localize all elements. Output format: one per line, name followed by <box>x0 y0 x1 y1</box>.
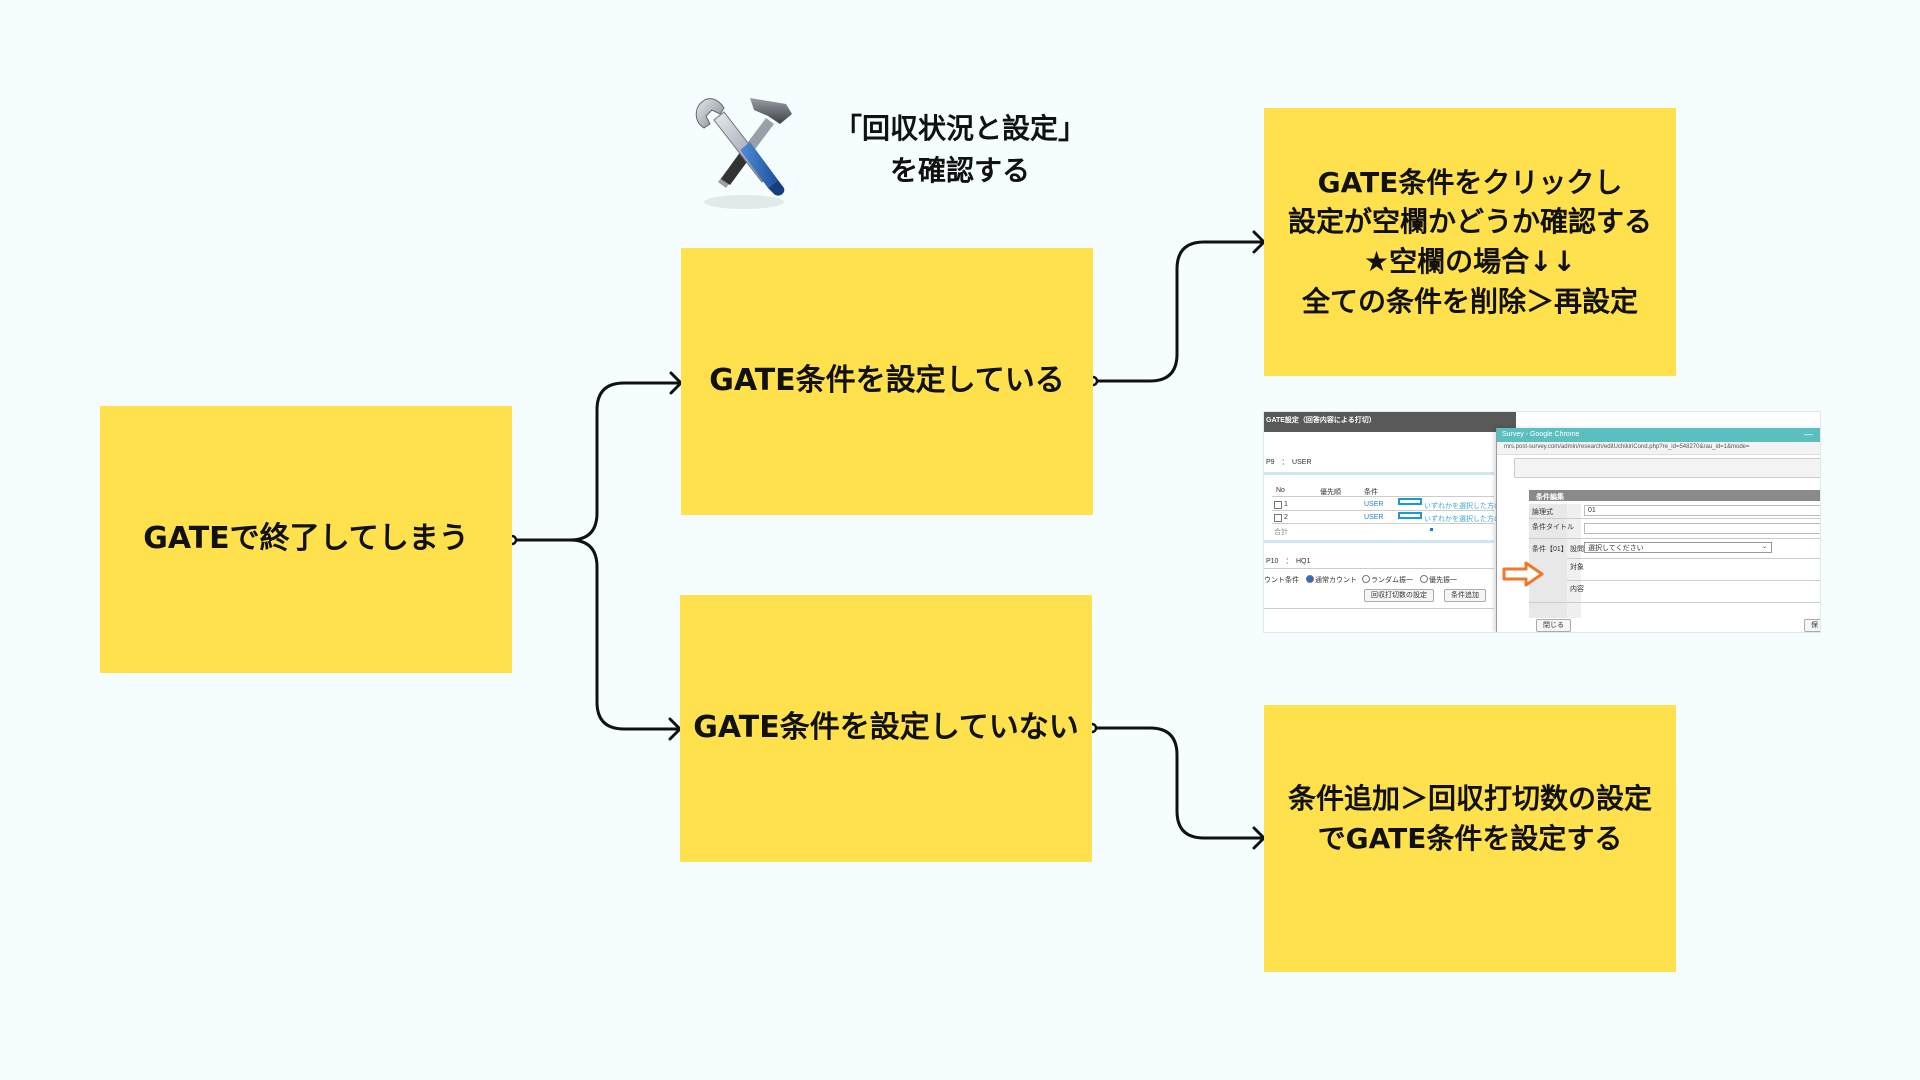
connector-root-to-not-configured <box>510 538 682 731</box>
connector-not-configured-to-add <box>1090 726 1266 840</box>
screenshot-p10: P10 ： HQ1 <box>1266 558 1311 565</box>
screenshot-row1-text: いずれかを選択した方の <box>1424 503 1501 510</box>
screenshot-col-condition: 条件 <box>1364 489 1378 496</box>
screenshot-close-button: 閉じる <box>1536 619 1571 632</box>
caption: 「回収状況と設定」 を確認する <box>820 108 1100 192</box>
screenshot-row2-no: 2 <box>1284 514 1288 521</box>
screenshot-orange-arrow-icon <box>1502 561 1544 587</box>
screenshot-add-button: 条件追加 <box>1444 589 1486 602</box>
node-not-configured-label: GATE条件を設定していない <box>693 710 1079 746</box>
screenshot-label-formula: 論理式 <box>1532 509 1553 516</box>
screenshot-count-label: ウント条件 <box>1264 577 1299 584</box>
tools-icon <box>695 98 792 209</box>
screenshot-select-placeholder: 選択してください <box>1588 545 1644 552</box>
arrowhead-add <box>1252 826 1266 850</box>
screenshot-window-title: Survey - Google Chrome <box>1502 431 1580 438</box>
screenshot-label-title: 条件タイトル <box>1532 524 1574 531</box>
screenshot-radio-1 <box>1306 575 1314 583</box>
node-add-line-1: 条件追加＞回収打切数の設定 <box>1287 781 1652 815</box>
node-check-line-4: 全ての条件を削除＞再設定 <box>1301 284 1638 318</box>
node-check-line-1: GATE条件をクリックし <box>1317 165 1623 199</box>
screenshot-label-cond: 条件【01】 <box>1532 546 1568 553</box>
screenshot-radio-2 <box>1362 575 1370 583</box>
screenshot-p9: P9 ： USER <box>1266 459 1312 466</box>
settings-screenshot: GATE設定（回答内容による打切） P9 ： USER No 優先順 条件 1 … <box>1264 412 1820 632</box>
screenshot-left-header: GATE設定（回答内容による打切） <box>1266 417 1376 424</box>
screenshot-row1-highlight <box>1398 498 1422 505</box>
screenshot-select-chevron-icon: ⌄ <box>1762 544 1768 550</box>
node-root: GATEで終了してしまう <box>100 406 512 673</box>
node-configured-label: GATE条件を設定している <box>709 363 1065 399</box>
arrowhead-configured <box>669 371 683 395</box>
screenshot-row2-checkbox <box>1274 514 1282 522</box>
screenshot-label-setting: 設問 <box>1570 546 1584 553</box>
screenshot-formula-value: 01 <box>1588 507 1596 514</box>
screenshot-minimize-icon: — <box>1804 429 1813 439</box>
node-configured: GATE条件を設定している <box>681 248 1093 515</box>
screenshot-label-content: 内容 <box>1570 586 1584 593</box>
screenshot-row2-highlight <box>1398 512 1422 519</box>
screenshot-panel-title: 条件編集 <box>1536 494 1564 501</box>
node-check-line-2: 設定が空欄かどうか確認する <box>1287 205 1652 239</box>
screenshot-radio-1-label: 通常カウント <box>1315 577 1357 584</box>
caption-line-1: 「回収状況と設定」 <box>833 112 1086 145</box>
node-add-line-2: でGATE条件を設定する <box>1317 821 1623 855</box>
screenshot-row1-no: 1 <box>1284 501 1288 508</box>
screenshot-cutoff-button: 回収打切数の設定 <box>1364 589 1434 602</box>
node-add: 条件追加＞回収打切数の設定 でGATE条件を設定する <box>1264 705 1676 972</box>
screenshot-label-target: 対象 <box>1570 564 1584 571</box>
screenshot-radio-3-label: 優先振一 <box>1429 577 1457 584</box>
screenshot-col-priority: 優先順 <box>1320 489 1341 496</box>
screenshot-row1-link: USER <box>1364 501 1384 508</box>
screenshot-radio-3 <box>1420 575 1428 583</box>
node-check-line-3: ★空欄の場合↓↓ <box>1363 245 1576 278</box>
screenshot-row2-link: USER <box>1364 514 1384 521</box>
node-not-configured: GATE条件を設定していない <box>680 595 1092 862</box>
screenshot-col-no: No <box>1276 487 1285 494</box>
node-check: GATE条件をクリックし 設定が空欄かどうか確認する ★空欄の場合↓↓ 全ての条… <box>1264 108 1676 376</box>
connector-root-to-configured <box>510 381 683 542</box>
node-root-label: GATEで終了してしまう <box>143 521 469 557</box>
caption-line-2: を確認する <box>889 154 1030 187</box>
screenshot-row1-checkbox <box>1274 501 1282 509</box>
screenshot-radio-2-label: ランダム振一 <box>1371 577 1413 584</box>
arrowhead-not-configured <box>668 717 682 741</box>
arrowhead-check <box>1252 230 1266 254</box>
screenshot-url: mrs.post-survey.com/admin/research/editU… <box>1504 444 1750 450</box>
connector-configured-to-check <box>1091 240 1266 383</box>
screenshot-row2-text: いずれかを選択した方の <box>1424 516 1501 523</box>
screenshot-save-button: 保存 <box>1804 619 1820 632</box>
screenshot-title-bar <box>1497 428 1820 442</box>
screenshot-total: 合計 <box>1274 529 1288 536</box>
